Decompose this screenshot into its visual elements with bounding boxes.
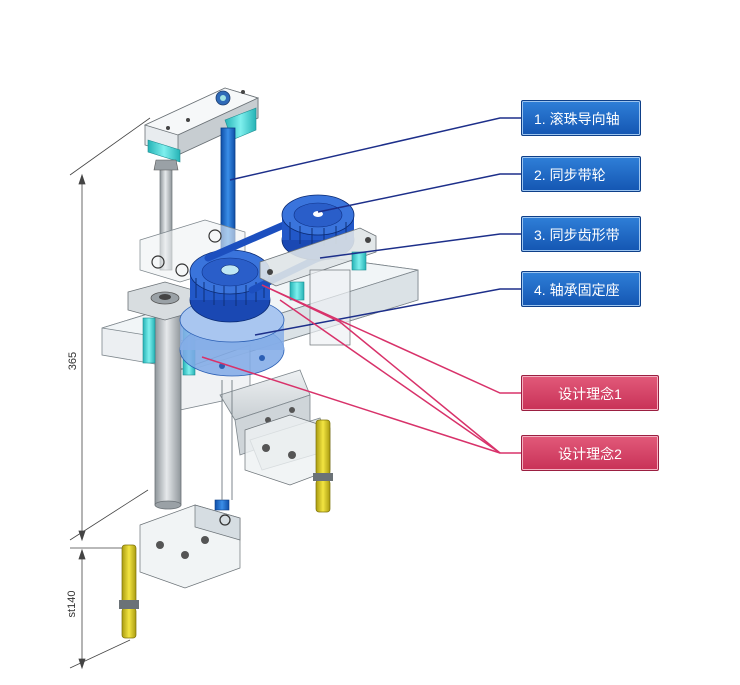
top-plate xyxy=(143,87,260,163)
red-leader-lines xyxy=(201,284,521,454)
callout-text: 轴承固定座 xyxy=(549,282,620,298)
dimension-lines xyxy=(69,117,151,670)
design-concept-2-button[interactable]: 设计理念2 xyxy=(521,435,659,471)
design-concept-label: 设计理念1 xyxy=(558,386,622,402)
callout-ball-guide-shaft: 1. 滚珠导向轴 xyxy=(521,100,641,136)
gripper-bottom xyxy=(119,504,241,639)
guide-rod-left xyxy=(127,281,201,510)
design-concept-label: 设计理念2 xyxy=(558,446,622,462)
callout-number: 1. xyxy=(534,111,546,127)
callout-text: 同步带轮 xyxy=(549,167,606,183)
callout-timing-pulley: 2. 同步带轮 xyxy=(521,156,641,192)
motor-bracket xyxy=(259,227,377,346)
dimension-stroke-label: st140 xyxy=(66,590,78,618)
dimension-height-label: 365 xyxy=(67,351,79,371)
callout-number: 3. xyxy=(534,227,546,243)
callout-text: 同步齿形带 xyxy=(549,227,620,243)
callout-timing-belt: 3. 同步齿形带 xyxy=(521,216,641,252)
callout-number: 2. xyxy=(534,167,546,183)
design-concept-1-button[interactable]: 设计理念1 xyxy=(521,375,659,411)
callout-number: 4. xyxy=(534,282,546,298)
callout-text: 滚珠导向轴 xyxy=(549,111,620,127)
callout-bearing-housing: 4. 轴承固定座 xyxy=(521,271,641,307)
gripper-right xyxy=(244,414,333,513)
